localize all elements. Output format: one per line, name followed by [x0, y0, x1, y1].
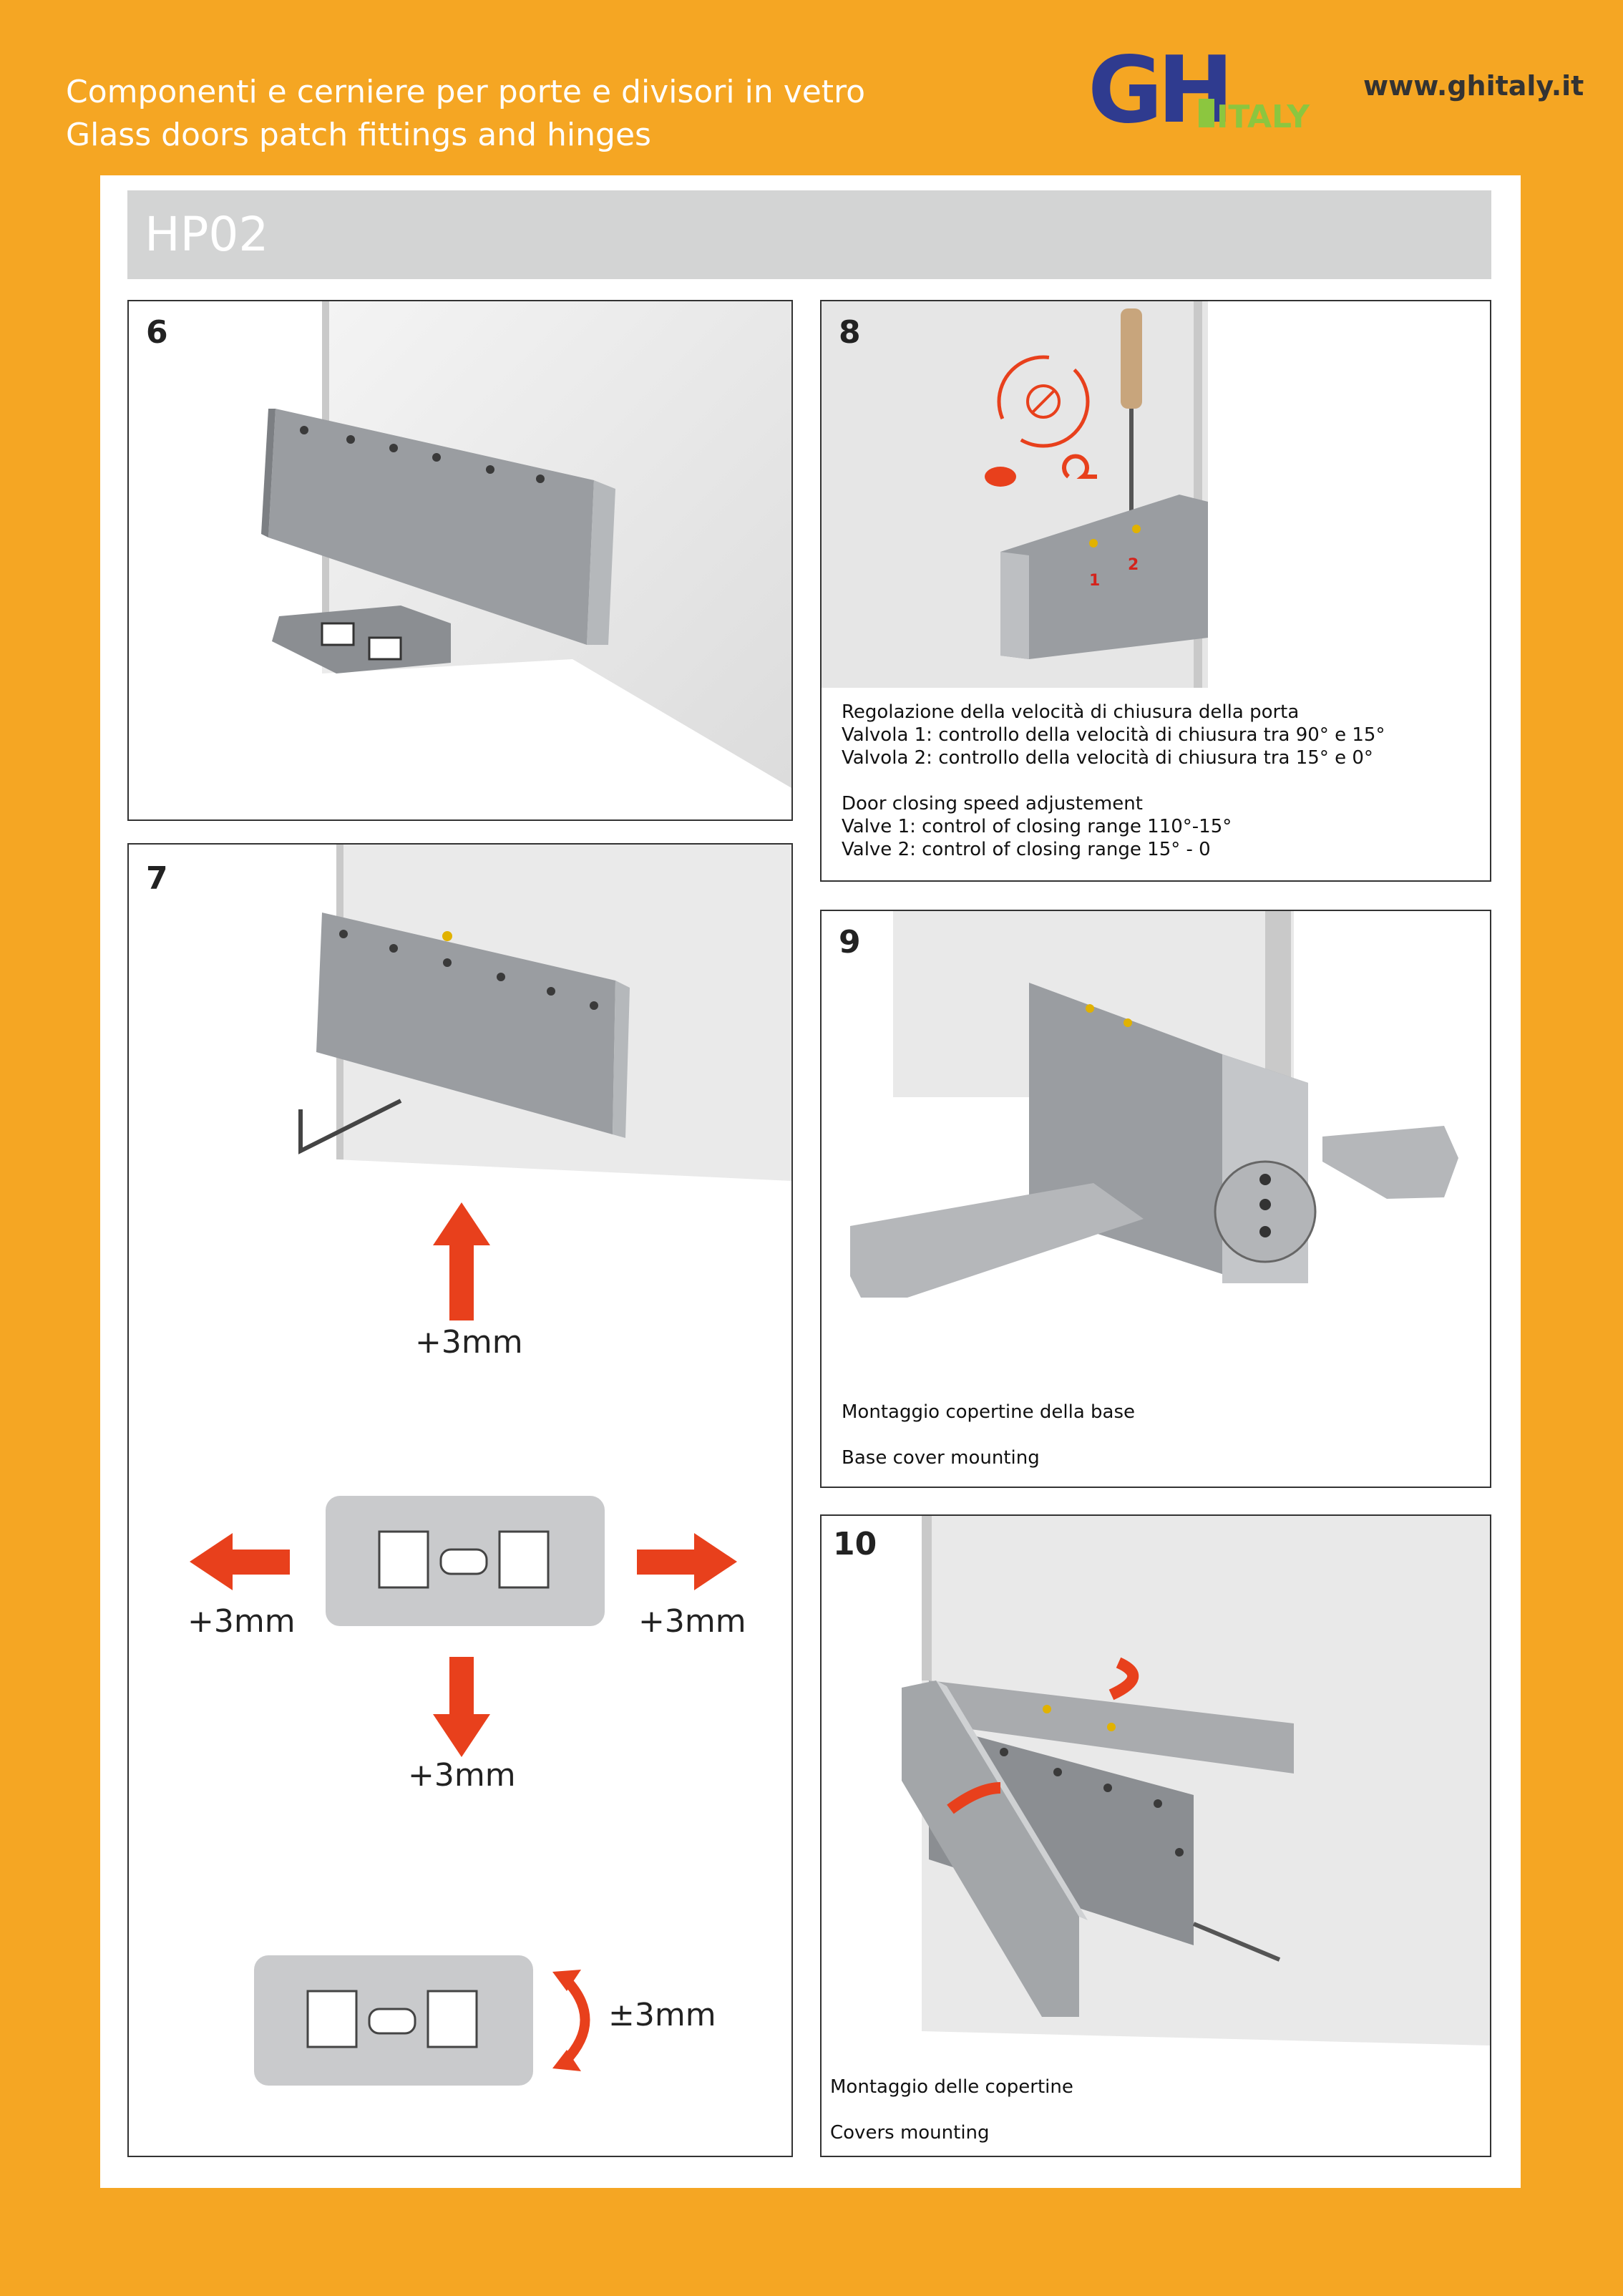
step-number: 7	[146, 860, 168, 897]
step-8-panel: 8 1 2 Regolazione della velocità di chiu…	[820, 300, 1491, 882]
valve-instructions: Regolazione della velocità di chiusura d…	[842, 701, 1385, 861]
cover-arrow-right-icon	[1108, 1657, 1139, 1701]
arrow-up-icon	[433, 1202, 490, 1320]
adjustment-illustration	[190, 845, 791, 2086]
header-tagline-italian: Componenti e cerniere per porte e diviso…	[66, 74, 866, 110]
step-number: 8	[839, 314, 861, 351]
instruction-line: Door closing speed adjustement	[842, 793, 1143, 814]
valve-1-marker: 1	[1089, 572, 1101, 590]
step-9-panel: 9 Montaggio copertine della base Base co…	[820, 910, 1491, 1488]
step-9-caption-english: Base cover mounting	[842, 1447, 1040, 1469]
screwdriver-icon	[1121, 308, 1142, 409]
dim-rotate-label: ±3mm	[608, 1997, 716, 2033]
step-number: 6	[146, 314, 168, 351]
base-cover-illustration	[850, 911, 1458, 1298]
rotate-arrow-icon	[561, 1975, 590, 2065]
instruction-line: Valve 1: control of closing range 110°-1…	[842, 816, 1232, 837]
product-title-bar: HP02	[127, 190, 1491, 279]
step-7-panel: 7 +3mm +3mm +3mm +3mm ±3mm	[127, 843, 793, 2157]
valve-2-marker: 2	[1128, 556, 1139, 574]
gh-italy-logo: GH ITALY	[1088, 42, 1345, 135]
valve-adjustment-illustration	[822, 301, 1208, 688]
adjustment-dial-icon	[997, 355, 1090, 448]
step-10-caption-italian: Montaggio delle copertine	[830, 2076, 1073, 2098]
hinge-mounting-illustration	[261, 301, 791, 788]
step-number: 9	[839, 924, 861, 960]
instruction-line: Regolazione della velocità di chiusura d…	[842, 701, 1300, 723]
website-url[interactable]: www.ghitaly.it	[1363, 70, 1584, 102]
step-10-panel: 10 Montaggio delle copertine Covers moun…	[820, 1514, 1491, 2157]
covers-mounting-illustration	[902, 1516, 1490, 2046]
cover-arrow-left-icon	[947, 1782, 1001, 1814]
svg-text:ITALY: ITALY	[1217, 99, 1310, 135]
dim-up-label: +3mm	[415, 1324, 523, 1361]
step-9-caption-italian: Montaggio copertine della base	[842, 1401, 1136, 1423]
slow-snail-icon	[1062, 454, 1097, 479]
step-10-caption-english: Covers mounting	[830, 2122, 990, 2144]
instruction-line: Valvola 1: controllo della velocità di c…	[842, 724, 1385, 746]
spacer	[842, 769, 1385, 792]
product-code: HP02	[145, 207, 269, 262]
step-number: 10	[833, 1526, 877, 1562]
dim-left-label: +3mm	[187, 1603, 296, 1640]
header-tagline-english: Glass doors patch fittings and hinges	[66, 117, 651, 153]
step-6-panel: 6	[127, 300, 793, 821]
arrow-down-icon	[433, 1657, 490, 1757]
arrow-right-icon	[637, 1533, 737, 1590]
instruction-line: Valvola 2: controllo della velocità di c…	[842, 747, 1373, 769]
dim-right-label: +3mm	[638, 1603, 746, 1640]
fast-rabbit-icon	[985, 467, 1016, 487]
dim-down-label: +3mm	[408, 1757, 516, 1794]
instruction-line: Valve 2: control of closing range 15° - …	[842, 839, 1211, 860]
arrow-left-icon	[190, 1533, 290, 1590]
